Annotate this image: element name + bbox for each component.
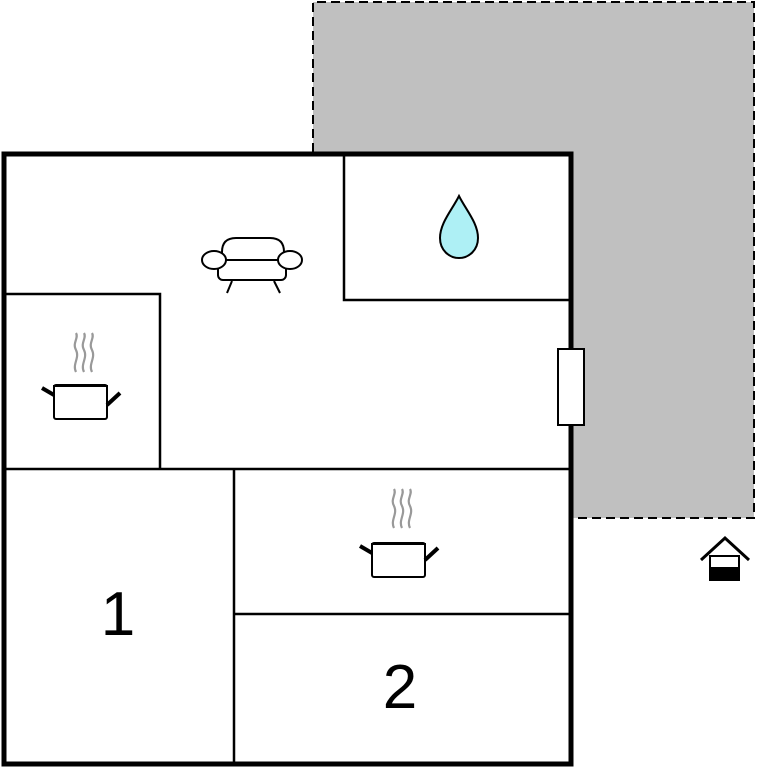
door bbox=[557, 348, 585, 426]
bedroom-2-label: 2 bbox=[383, 653, 417, 722]
terrace-area bbox=[312, 1, 755, 519]
bedroom-1-label: 1 bbox=[101, 580, 135, 649]
cooking-pot-icon bbox=[358, 488, 440, 578]
interior-walls bbox=[4, 154, 571, 764]
cooking-pot-icon bbox=[40, 332, 122, 420]
sofa-icon bbox=[201, 237, 303, 294]
house-entrance-icon bbox=[699, 535, 751, 581]
outer-wall bbox=[1, 151, 574, 767]
water-drop-icon bbox=[438, 193, 480, 260]
